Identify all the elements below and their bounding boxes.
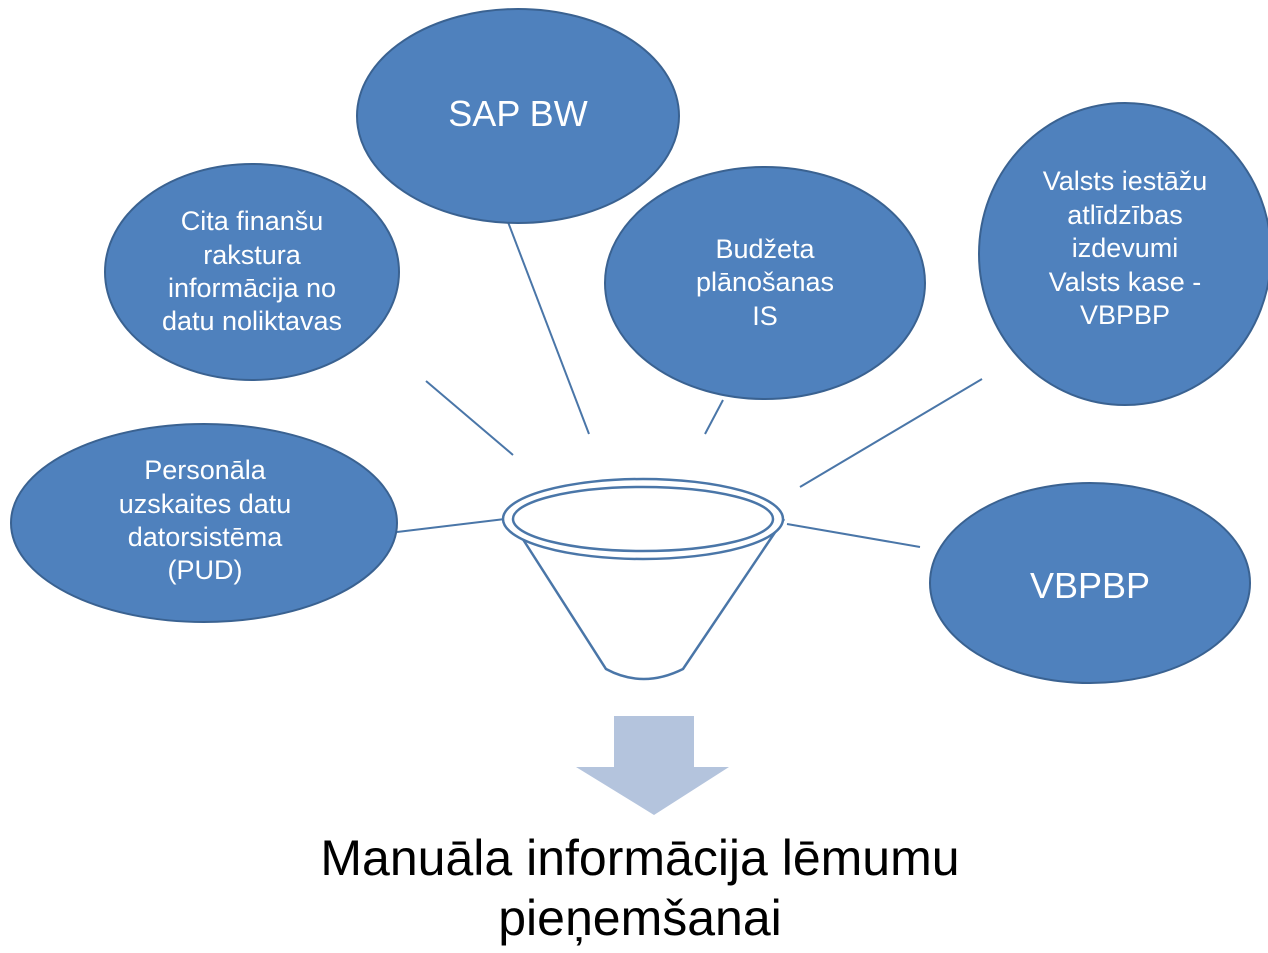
node-sap-bw	[356, 8, 680, 224]
connector-sap-bw	[507, 221, 590, 435]
connector-state-remuneration	[799, 378, 983, 488]
node-other-finance	[104, 163, 400, 381]
connector-vbpbp	[786, 523, 921, 548]
outcome-text: Manuāla informācija lēmumu pieņemšanai	[320, 830, 960, 946]
down-arrow-icon	[576, 716, 729, 815]
node-vbpbp	[929, 482, 1251, 684]
node-budget-planning	[604, 166, 926, 400]
connector-budget-planning	[704, 399, 724, 435]
connector-other-finance	[425, 380, 514, 456]
connector-personnel-system	[396, 518, 506, 533]
funnel-icon	[501, 477, 786, 681]
node-state-remuneration	[978, 102, 1268, 406]
node-personnel-system	[10, 423, 398, 623]
